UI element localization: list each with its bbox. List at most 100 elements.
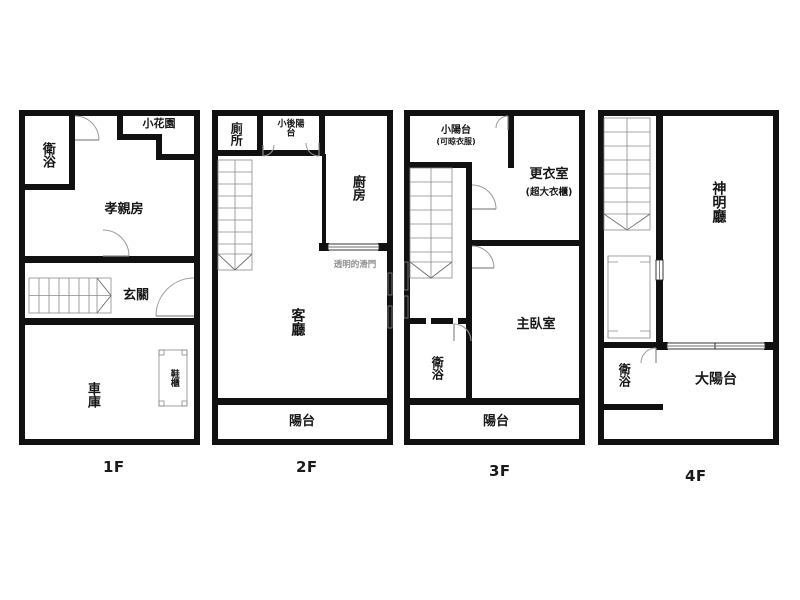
door-arc-bathroom-3f — [453, 323, 472, 342]
room-label-small-garden-1f: 小花園 — [142, 117, 176, 131]
wall-bathroom-top-4f — [598, 342, 663, 348]
corridor-shaft-fixture — [607, 255, 651, 339]
room-label-small-balcony-main: 小陽台 — [441, 125, 471, 137]
staircase-2f — [217, 159, 253, 271]
wall-toilet-bottom — [212, 150, 263, 156]
wall-top — [19, 110, 200, 116]
room-label-shrine-hall-4f: 神明廳 — [710, 181, 727, 223]
floor-plan-1f-drawing — [19, 110, 200, 445]
wall-top — [598, 110, 779, 116]
floor-label-4f: 4F — [685, 467, 707, 485]
wall-right — [579, 110, 585, 445]
wall-bathroom-bottom — [19, 184, 75, 190]
window-corridor-left — [404, 261, 409, 319]
wall-garden-bottom — [117, 134, 162, 140]
room-label-small-rear-balcony-2f: 小後陽台 — [277, 119, 305, 139]
room-label-master-bedroom-3f: 主臥室 — [516, 317, 556, 333]
room-label-bathroom-3f: 衛浴 — [430, 356, 445, 380]
room-label-balcony-3f: 陽台 — [482, 414, 510, 430]
staircase-3f — [409, 167, 453, 279]
wall-garden-left — [117, 110, 123, 140]
wall-balcony-top — [212, 398, 393, 405]
door-arc-parents-room — [102, 229, 130, 257]
wall-garden-step-left — [156, 134, 162, 160]
room-label-entrance-foyer-1f: 玄關 — [122, 288, 150, 304]
staircase-1f — [28, 277, 112, 314]
window-corridor-4f — [655, 259, 664, 281]
room-label-small-balcony-sub: (可晾衣服) — [436, 136, 476, 146]
floor-block-2f: 廁所 小後陽台 廚房 客廳 陽台 透明的滑門 — [212, 110, 393, 445]
staircase-4f — [603, 117, 651, 231]
room-label-small-balcony-3f: 小陽台 (可晾衣服) — [436, 125, 476, 146]
floor-block-1f: 衛浴 孝親房 小花園 玄關 車庫 鞋櫃 — [19, 110, 200, 445]
wall-rear-balcony-right — [319, 110, 325, 156]
room-label-garage-1f: 車庫 — [84, 382, 100, 408]
door-arc-master-bedroom — [471, 245, 495, 269]
wall-small-balcony-right — [508, 110, 514, 168]
wall-bathroom-bottom-4f — [598, 404, 663, 410]
wall-closet-bottom — [466, 240, 585, 246]
room-label-walk-in-closet-3f: 更衣室 (超大衣櫃) — [526, 168, 573, 198]
sliding-door-shrine-hall — [666, 342, 766, 350]
wall-kitchen-left — [322, 154, 326, 246]
wall-toilet-right — [257, 110, 263, 156]
floor-plan-3f-drawing — [404, 110, 585, 445]
wall-garden-step-bottom — [156, 154, 200, 160]
wall-rear-balcony-bottom — [257, 150, 325, 156]
room-label-kitchen-2f: 廚房 — [349, 175, 365, 201]
wall-garage-top — [19, 318, 200, 325]
wall-bath-top-mid — [431, 318, 453, 324]
wall-hall-bottom-right-stub — [764, 342, 779, 350]
door-arc-closet — [471, 184, 497, 210]
door-arc-foyer — [155, 277, 195, 317]
floor-label-1f: 1F — [103, 458, 125, 476]
wall-corridor-right-lower — [656, 278, 663, 348]
wall-top — [212, 110, 393, 116]
floor-block-3f: 小陽台 (可晾衣服) 更衣室 (超大衣櫃) 主臥室 衛浴 陽台 — [404, 110, 585, 445]
room-label-bathroom-1f: 衛浴 — [39, 142, 55, 168]
floor-plan-2f-drawing — [212, 110, 393, 445]
room-label-large-balcony-4f: 大陽台 — [695, 371, 737, 388]
wall-kitchen-bottom-left-stub — [319, 243, 329, 251]
floor-plan-4f-drawing — [598, 110, 779, 445]
wall-right — [773, 110, 779, 445]
wall-bottom — [598, 439, 779, 445]
floor-label-2f: 2F — [296, 458, 318, 476]
door-arc-rear-balcony-left — [262, 144, 275, 157]
wall-bottom — [212, 439, 393, 445]
wall-bath-top-right — [458, 318, 472, 324]
wall-small-balcony-bottom — [404, 162, 472, 168]
wall-top — [404, 110, 585, 116]
wall-left — [404, 110, 410, 445]
room-label-balcony-2f: 陽台 — [288, 414, 316, 430]
door-arc-bathroom — [74, 115, 100, 141]
wall-bottom — [404, 439, 585, 445]
wall-kitchen-left-top — [319, 110, 325, 124]
room-label-bathroom-4f: 衛浴 — [617, 363, 632, 387]
room-label-walk-in-closet-sub: (超大衣櫃) — [525, 186, 573, 198]
wall-right — [194, 110, 200, 445]
room-label-walk-in-closet-main: 更衣室 — [529, 167, 569, 183]
wall-bathroom-right — [69, 110, 75, 190]
wall-foyer-top — [19, 256, 200, 263]
room-label-toilet-2f: 廁所 — [229, 122, 244, 146]
door-arc-bathroom-4f — [640, 347, 657, 364]
room-label-parents-room-1f: 孝親房 — [104, 202, 144, 218]
wall-corridor-right — [466, 168, 472, 398]
wall-corridor-right-upper — [656, 110, 663, 262]
floor-label-3f: 3F — [489, 462, 511, 480]
window-living-room-right — [387, 272, 393, 329]
wall-left — [19, 110, 25, 445]
room-label-shoe-cabinet-1f: 鞋櫃 — [168, 369, 179, 387]
wall-right — [387, 110, 393, 445]
wall-balcony-top — [404, 398, 585, 405]
wall-left — [212, 110, 218, 445]
wall-left — [598, 110, 604, 445]
wall-kitchen-bottom-right-stub — [378, 243, 393, 251]
shoe-cabinet-furniture — [158, 349, 188, 407]
room-label-living-room-2f: 客廳 — [289, 308, 306, 336]
sliding-door-kitchen — [327, 243, 380, 251]
door-arc-rear-balcony-right — [305, 142, 320, 157]
wall-bottom — [19, 439, 200, 445]
